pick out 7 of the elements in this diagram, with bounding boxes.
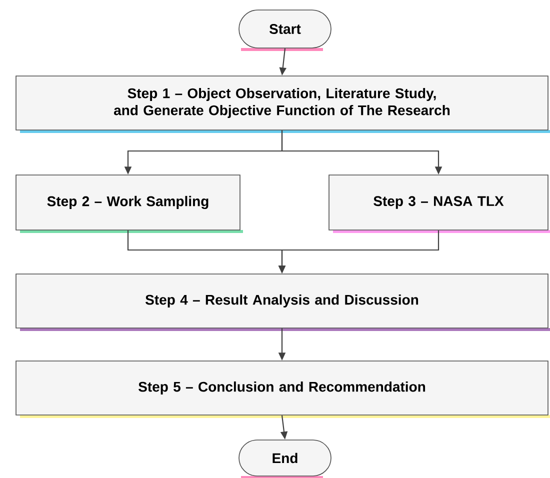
process-box: Step 4 – Result Analysis and Discussion — [16, 274, 550, 331]
process-box: Step 2 – Work Sampling — [16, 174, 243, 233]
terminal-box: Start — [238, 10, 332, 51]
process-box: Step 1 – Object Observation, Literature Study, and Generate Objective Function of The Research — [16, 76, 550, 133]
process-box: Step 5 – Conclusion and Recommendation — [16, 360, 550, 418]
process-box: Step 3 – NASA TLX — [328, 174, 550, 233]
terminal-box: End — [238, 440, 332, 478]
